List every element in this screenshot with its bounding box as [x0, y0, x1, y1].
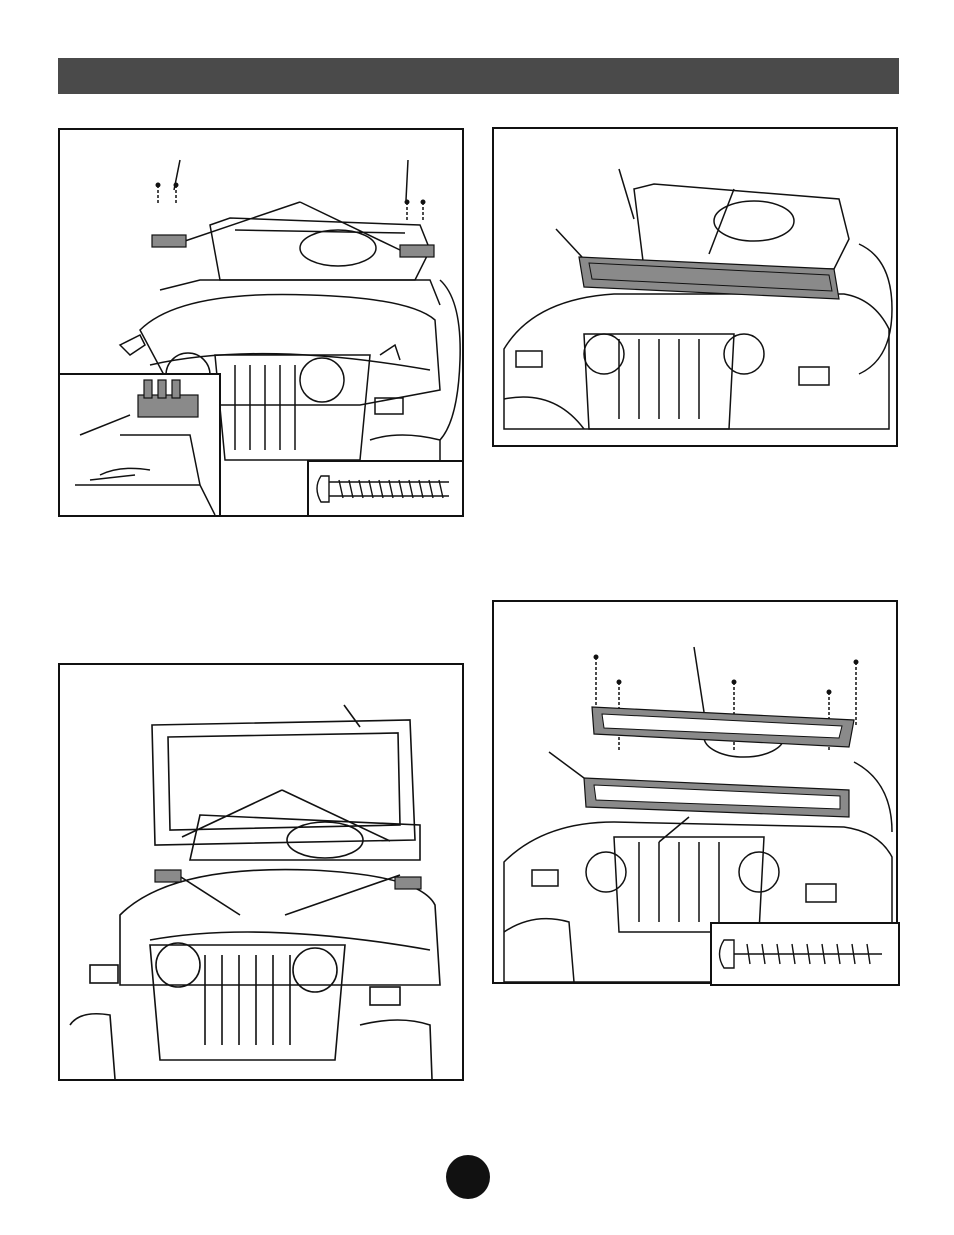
figure-2-panel: [492, 127, 898, 447]
figure-4-panel: [492, 600, 898, 984]
page-number-badge: [446, 1155, 490, 1199]
section-header-bar: [58, 58, 899, 94]
figure-3-panel: [58, 663, 464, 1081]
figure-1-detail-inset: [58, 373, 221, 517]
screw-icon: [712, 924, 898, 984]
figure-3-illustration: [60, 665, 462, 1079]
screw-icon: [309, 462, 462, 515]
figure-1-panel: [58, 128, 464, 517]
figure-2-illustration: [494, 129, 896, 445]
figure-4-screw-inset: [710, 922, 900, 986]
figure-1-screw-inset: [307, 460, 464, 517]
